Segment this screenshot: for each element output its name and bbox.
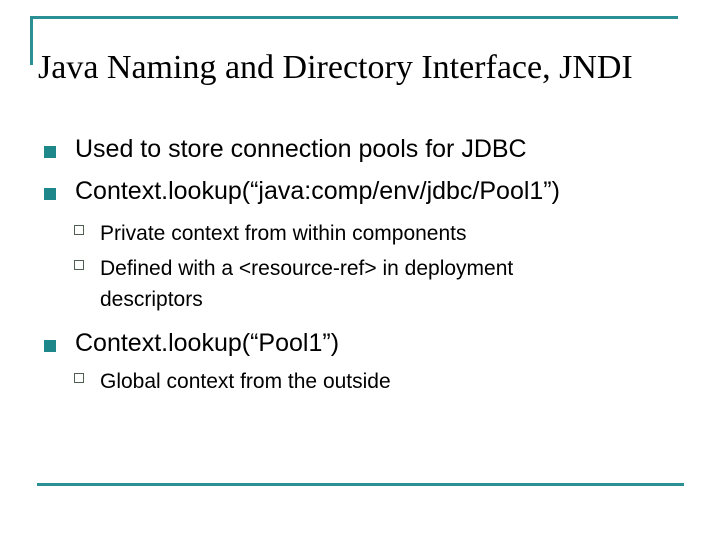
bullet-text: Used to store connection pools for JDBC: [75, 135, 527, 163]
top-accent-rule: [30, 16, 678, 19]
title-left-accent-tick: [30, 16, 33, 65]
bullet-item: Context.lookup(“Pool1”): [44, 328, 339, 358]
sub-bullet-text: Defined with a <resource-ref> in deploym…: [100, 257, 514, 311]
sub-bullet-item: Global context from the outside: [74, 366, 391, 397]
bullet-item: Used to store connection pools for JDBC: [44, 134, 527, 164]
filled-square-bullet-icon: [44, 340, 56, 352]
bullet-item: Context.lookup(“java:comp/env/jdbc/Pool1…: [44, 176, 560, 206]
bullet-text: Context.lookup(“java:comp/env/jdbc/Pool1…: [75, 177, 560, 205]
sub-bullet-item: Private context from within components: [74, 218, 467, 249]
sub-bullet-text: Private context from within components: [100, 222, 467, 245]
filled-square-bullet-icon: [44, 146, 56, 158]
hollow-square-bullet-icon: [74, 260, 84, 270]
hollow-square-bullet-icon: [74, 225, 84, 235]
sub-bullet-text: Global context from the outside: [100, 370, 391, 393]
filled-square-bullet-icon: [44, 188, 56, 200]
bullet-text: Context.lookup(“Pool1”): [75, 329, 340, 357]
slide-title: Java Naming and Directory Interface, JND…: [38, 48, 633, 86]
hollow-square-bullet-icon: [74, 373, 84, 383]
bottom-accent-rule: [37, 483, 684, 486]
sub-bullet-item: Defined with a <resource-ref> in deploym…: [74, 253, 615, 315]
